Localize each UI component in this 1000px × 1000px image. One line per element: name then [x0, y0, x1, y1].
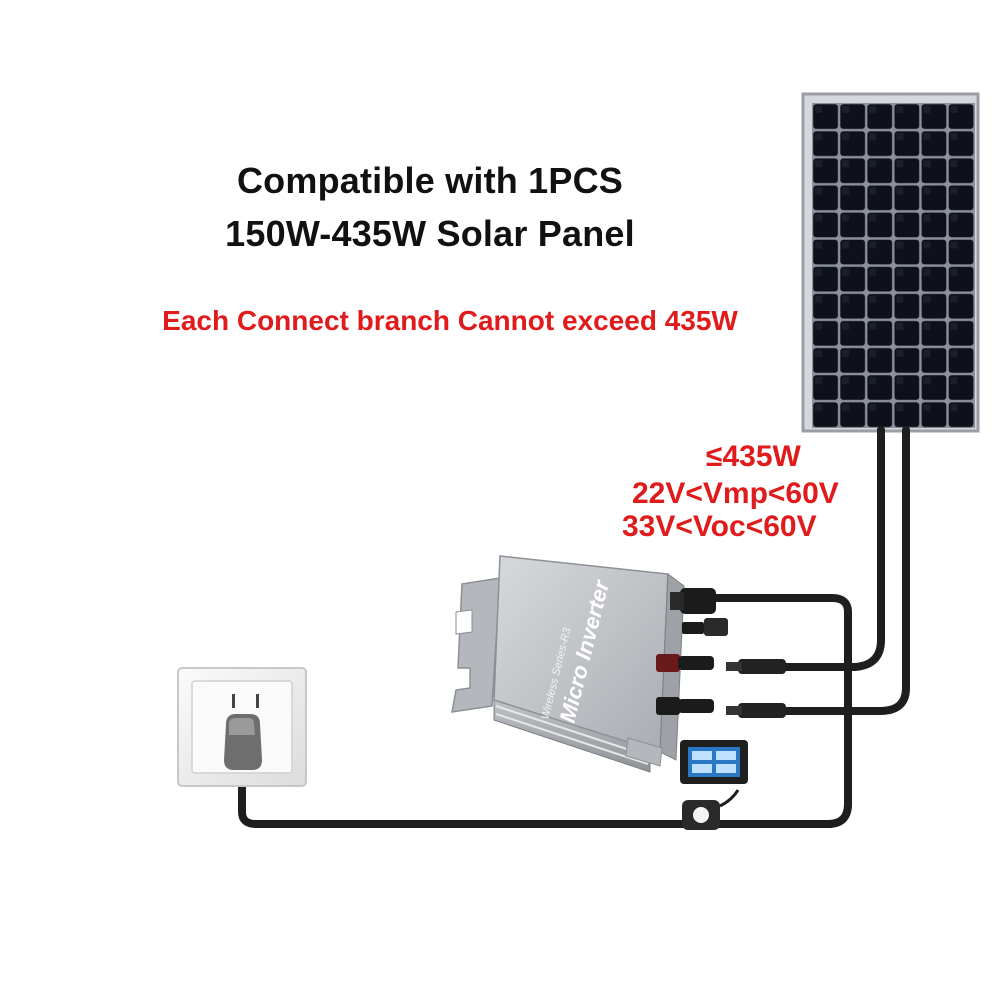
micro-inverter-icon: Wireless Series-R3 Micro Inverter [451, 555, 728, 773]
heading-line-2: 150W-435W Solar Panel [225, 213, 635, 254]
ac-connector-icon [670, 588, 716, 614]
antenna-connector-icon [682, 618, 728, 636]
power-plug-icon [224, 714, 262, 770]
spec-max-power: ≤435W [706, 440, 801, 473]
dc-connector-icon [656, 654, 714, 715]
power-meter-icon [680, 740, 748, 784]
mc4-connector-icon [726, 659, 786, 718]
current-clamp-icon [682, 789, 740, 830]
spec-voc-range: 33V<Voc<60V [622, 510, 817, 543]
branch-limit-warning: Each Connect branch Cannot exceed 435W [162, 305, 738, 336]
solar-panel-icon [726, 92, 980, 718]
heading-line-1: Compatible with 1PCS [236, 160, 624, 201]
ac-cable [238, 594, 852, 828]
spec-vmp-range: 22V<Vmp<60V [632, 477, 839, 510]
